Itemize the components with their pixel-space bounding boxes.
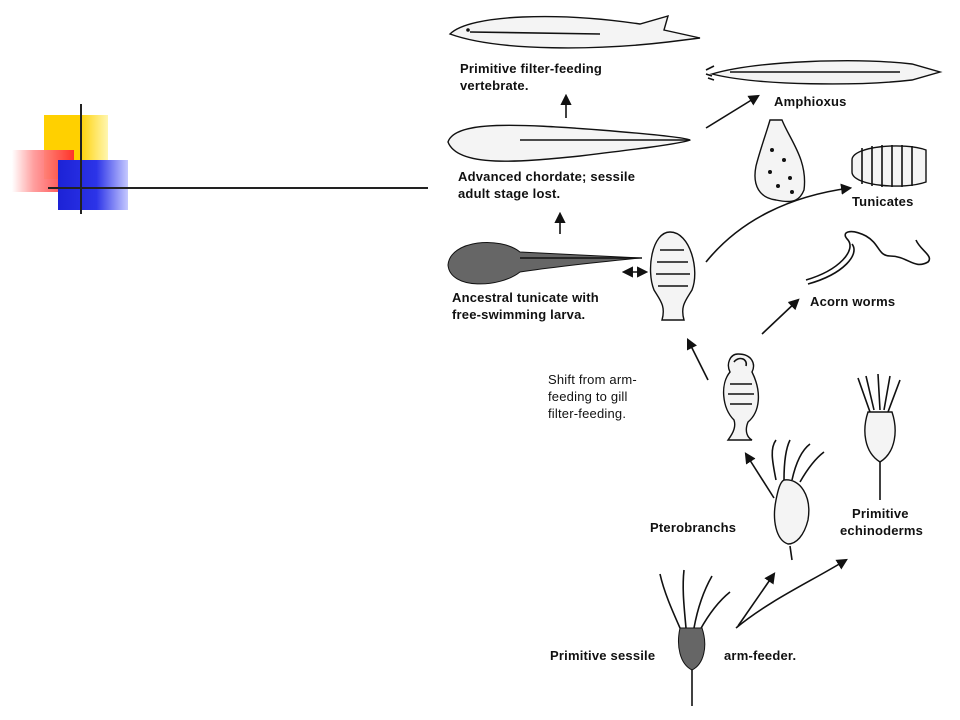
label-echinoderms-line2: echinoderms [840, 523, 923, 538]
label-echinoderms-line1: Primitive [852, 506, 909, 521]
label-amphioxus: Amphioxus [774, 94, 847, 109]
arrow-to-acorn-worms [761, 298, 800, 335]
arrow-to-tunicates [705, 183, 853, 263]
pterobranch-illustration [771, 439, 825, 561]
sea-squirt-illustration [754, 119, 806, 203]
label-shift-line2: feeding to gill [548, 389, 628, 404]
echinoderm-illustration [857, 373, 901, 500]
decor-vertical-line [80, 104, 82, 214]
tunicate-larva-illustration [447, 242, 642, 285]
label-vertebrate-line2: vertebrate. [460, 78, 529, 93]
salp-illustration [851, 145, 927, 187]
label-advanced-chordate-line1: Advanced chordate; sessile [458, 169, 635, 184]
label-ancestral-tunicate-line1: Ancestral tunicate with [452, 290, 599, 305]
label-vertebrate-line1: Primitive filter-feeding [460, 61, 602, 76]
decor-horizontal-line [48, 187, 428, 189]
acorn-worm-illustration [805, 230, 931, 285]
label-shift-line3: filter-feeding. [548, 406, 626, 421]
label-sessile-right: arm-feeder. [724, 648, 796, 663]
tunicate-adult-illustration [649, 231, 696, 321]
arrow-to-tunicate-adult [686, 337, 709, 381]
arrow-to-echinoderms [735, 558, 848, 629]
vertebrate-fish-illustration [448, 14, 701, 49]
label-ancestral-tunicate-line2: free-swimming larva. [452, 307, 585, 322]
label-advanced-chordate-line2: adult stage lost. [458, 186, 560, 201]
arrow-to-transitional [744, 452, 775, 499]
label-sessile-left: Primitive sessile [550, 648, 655, 663]
advanced-chordate-illustration [447, 124, 691, 162]
label-shift-line1: Shift from arm- [548, 372, 637, 387]
arrow-to-pterobranchs [737, 572, 776, 627]
label-tunicates: Tunicates [852, 194, 914, 209]
decor-blue-square [58, 160, 128, 210]
sessile-arm-feeder-illustration [659, 569, 731, 706]
arrow-to-amphioxus [705, 94, 760, 129]
label-pterobranchs: Pterobranchs [650, 520, 736, 535]
amphioxus-illustration [705, 60, 943, 85]
label-acorn-worms: Acorn worms [810, 294, 895, 309]
transitional-form-illustration [723, 353, 759, 441]
